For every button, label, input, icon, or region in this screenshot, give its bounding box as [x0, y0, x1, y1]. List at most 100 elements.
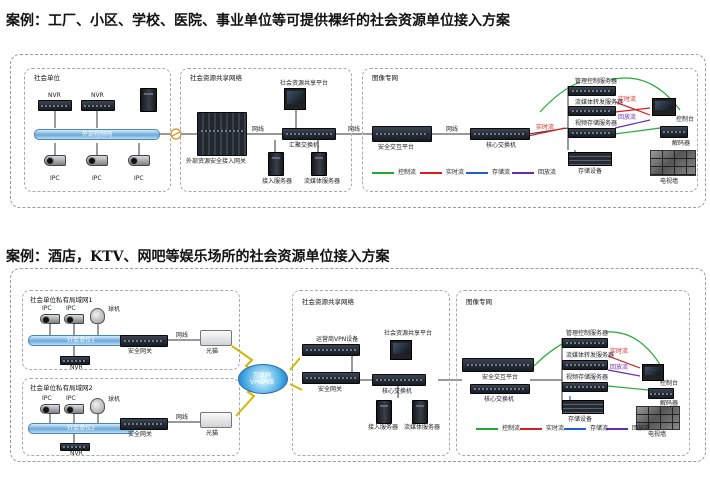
case2-core-switch-share-icon	[372, 374, 426, 386]
case1-access-gateway-label: 外部资源安全接入网关	[186, 158, 247, 165]
case1-video-storage-server-icon	[568, 128, 616, 138]
case2-mgmt-server-label: 管理控制服务器	[566, 330, 609, 337]
case2-lan2-security-gateway-icon	[120, 418, 168, 430]
case2-core-switch-share-label: 核心交换机	[382, 388, 413, 395]
case2-legend-playback-swatch	[606, 428, 628, 430]
case2-lan2-nvr-label: NVR	[70, 450, 83, 457]
case2-lan2-ball-cam-icon	[90, 398, 105, 414]
case1-share-platform-label: 社会资源共享平台	[280, 80, 329, 87]
case1-legend-storage-swatch	[466, 172, 488, 174]
case1-mgmt-server-icon	[568, 86, 616, 96]
case1-video-storage-server-label: 视频存储服务器	[575, 120, 618, 127]
case1-zone-social-unit-label: 社会单位	[34, 74, 60, 82]
case2-stream-server-label: 流媒体服务器	[404, 424, 441, 431]
case2-stream-fwd-server-label: 流媒体转发服务器	[566, 352, 615, 359]
case2-share-platform-label: 社会资源共享平台	[384, 330, 433, 337]
case2-lan1-nvr-label: NVR	[70, 364, 83, 371]
case2-lan2-ball-cam-label: 球机	[108, 396, 121, 403]
case2-legend-control-swatch	[476, 428, 498, 430]
case1-security-platform-icon	[372, 126, 432, 142]
case2-vpn-device-label: 运营商VPN设备	[316, 336, 359, 343]
case1-external-video-net-bar: 外部视频网	[34, 129, 160, 140]
case2-decoder-label: 解码器	[660, 400, 679, 407]
case1-nvr-2	[81, 100, 115, 111]
case2-lan1-optical-modem-icon	[200, 330, 232, 346]
case1-pc-icon	[140, 88, 157, 112]
case1-mgmt-server-label: 管理控制服务器	[575, 78, 618, 85]
case2-control-station-label: 控制台	[660, 380, 679, 387]
case2-lan1-ipc-2-label: IPC	[66, 305, 76, 312]
case1-realtime-tag-1: 实时流	[618, 96, 637, 103]
case2-lan2-optical-modem-label: 光猫	[206, 430, 219, 437]
case1-tv-wall-label: 电视墙	[660, 178, 679, 185]
case2-lan1-ipc-1-label: IPC	[42, 305, 52, 312]
case2-lan2-security-gateway-label: 安全网关	[128, 431, 153, 438]
case1-agg-switch-icon	[282, 128, 336, 140]
case2-lan2-ipc-2-label: IPC	[66, 395, 76, 402]
case1-ipc-3-icon	[128, 155, 150, 166]
case2-lan1-security-gateway-label: 安全网关	[128, 348, 153, 355]
case2-lan1-ipc-2-icon	[64, 314, 84, 324]
case2-security-platform-icon	[462, 358, 534, 372]
case2-lan2-fiber-label: 网线	[176, 414, 189, 421]
case2-legend-storage: 存储流	[590, 425, 609, 432]
case2-realtime-tag: 实时流	[610, 348, 629, 355]
case2-cloud-label: 互联网 VPN网络	[249, 372, 275, 386]
case2-vpn-device-icon	[302, 344, 360, 356]
case1-legend-realtime-swatch	[420, 172, 442, 174]
case2-unit2-bar: 社会单位2	[28, 423, 134, 434]
case2-access-server-label: 接入服务器	[368, 424, 399, 431]
case1-storage-device-label: 存储设备	[578, 168, 603, 175]
case1-realtime-tag-2: 实时流	[536, 124, 555, 131]
case2-share-security-gateway-icon	[302, 372, 360, 384]
case1-ipc-1-icon	[44, 155, 66, 166]
case1-title: 案例：工厂、小区、学校、医院、事业单位等可提供裸纤的社会资源单位接入方案	[6, 13, 510, 29]
case1-access-server-label: 接入服务器	[262, 178, 293, 185]
case2-mgmt-server-icon	[562, 338, 608, 348]
case2-lan2-ipc-2-icon	[64, 404, 84, 414]
case2-stream-server-icon	[412, 400, 428, 424]
case1-nvr-1	[38, 100, 72, 111]
case1-control-station-icon	[652, 98, 676, 116]
case1-storage-device-icon	[568, 152, 612, 166]
case1-security-platform-label: 安全交互平台	[378, 144, 415, 151]
case1-legend-playback: 回放流	[538, 169, 557, 176]
case2-zone-private1-label: 社会单位私有局域网1	[30, 296, 93, 304]
case1-legend-storage: 存储流	[492, 169, 511, 176]
case1-stream-server-icon	[311, 152, 327, 176]
case2-core-switch-image-icon	[470, 384, 530, 394]
case2-lan2-ipc-1-icon	[40, 404, 60, 414]
case1-decoder-label: 解码器	[672, 140, 691, 147]
case1-nvr-1-label: NVR	[48, 92, 61, 99]
case2-lan1-nvr-icon	[60, 356, 90, 365]
case1-decoder-icon	[660, 126, 688, 138]
case1-fiber-1-label: 网线	[252, 126, 265, 133]
case1-legend-control: 控制流	[398, 169, 417, 176]
case1-control-station-label: 控制台	[676, 116, 695, 123]
case2-zone-private2-label: 社会单位私有局域网2	[30, 384, 93, 392]
case2-storage-device-label: 存储设备	[568, 416, 593, 423]
case2-zone-private1	[22, 290, 240, 370]
case1-legend-control-swatch	[372, 172, 394, 174]
case2-zone-image-net-label: 图像专网	[466, 298, 492, 306]
case2-legend-realtime-swatch	[520, 428, 542, 430]
case1-stream-server-label: 流媒体服务器	[304, 178, 341, 185]
case1-stream-fwd-server-label: 流媒体转发服务器	[575, 99, 624, 106]
case2-share-security-gateway-label: 安全网关	[318, 386, 343, 393]
case1-fiber-2-label: 网线	[348, 126, 361, 133]
case1-agg-switch-label: 汇聚交换机	[289, 142, 320, 149]
case2-lan1-ipc-1-icon	[40, 314, 60, 324]
case2-decoder-icon	[648, 388, 674, 399]
case1-ipc-3-label: IPC	[134, 175, 144, 182]
case2-lan2-nvr-icon	[60, 443, 90, 451]
case1-core-switch-label: 核心交换机	[486, 142, 517, 149]
case1-legend-realtime: 实时流	[446, 169, 465, 176]
case2-zone-share-net	[292, 290, 450, 456]
case2-lan1-ball-cam-icon	[90, 308, 105, 324]
case2-zone-image-net	[456, 290, 690, 456]
case2-lan1-optical-modem-label: 光猫	[206, 348, 219, 355]
case2-internet-cloud-icon	[238, 364, 288, 394]
case2-legend-realtime: 实时流	[546, 425, 565, 432]
case2-tv-wall-label: 电视墙	[648, 431, 667, 438]
case1-ipc-2-icon	[86, 155, 108, 166]
